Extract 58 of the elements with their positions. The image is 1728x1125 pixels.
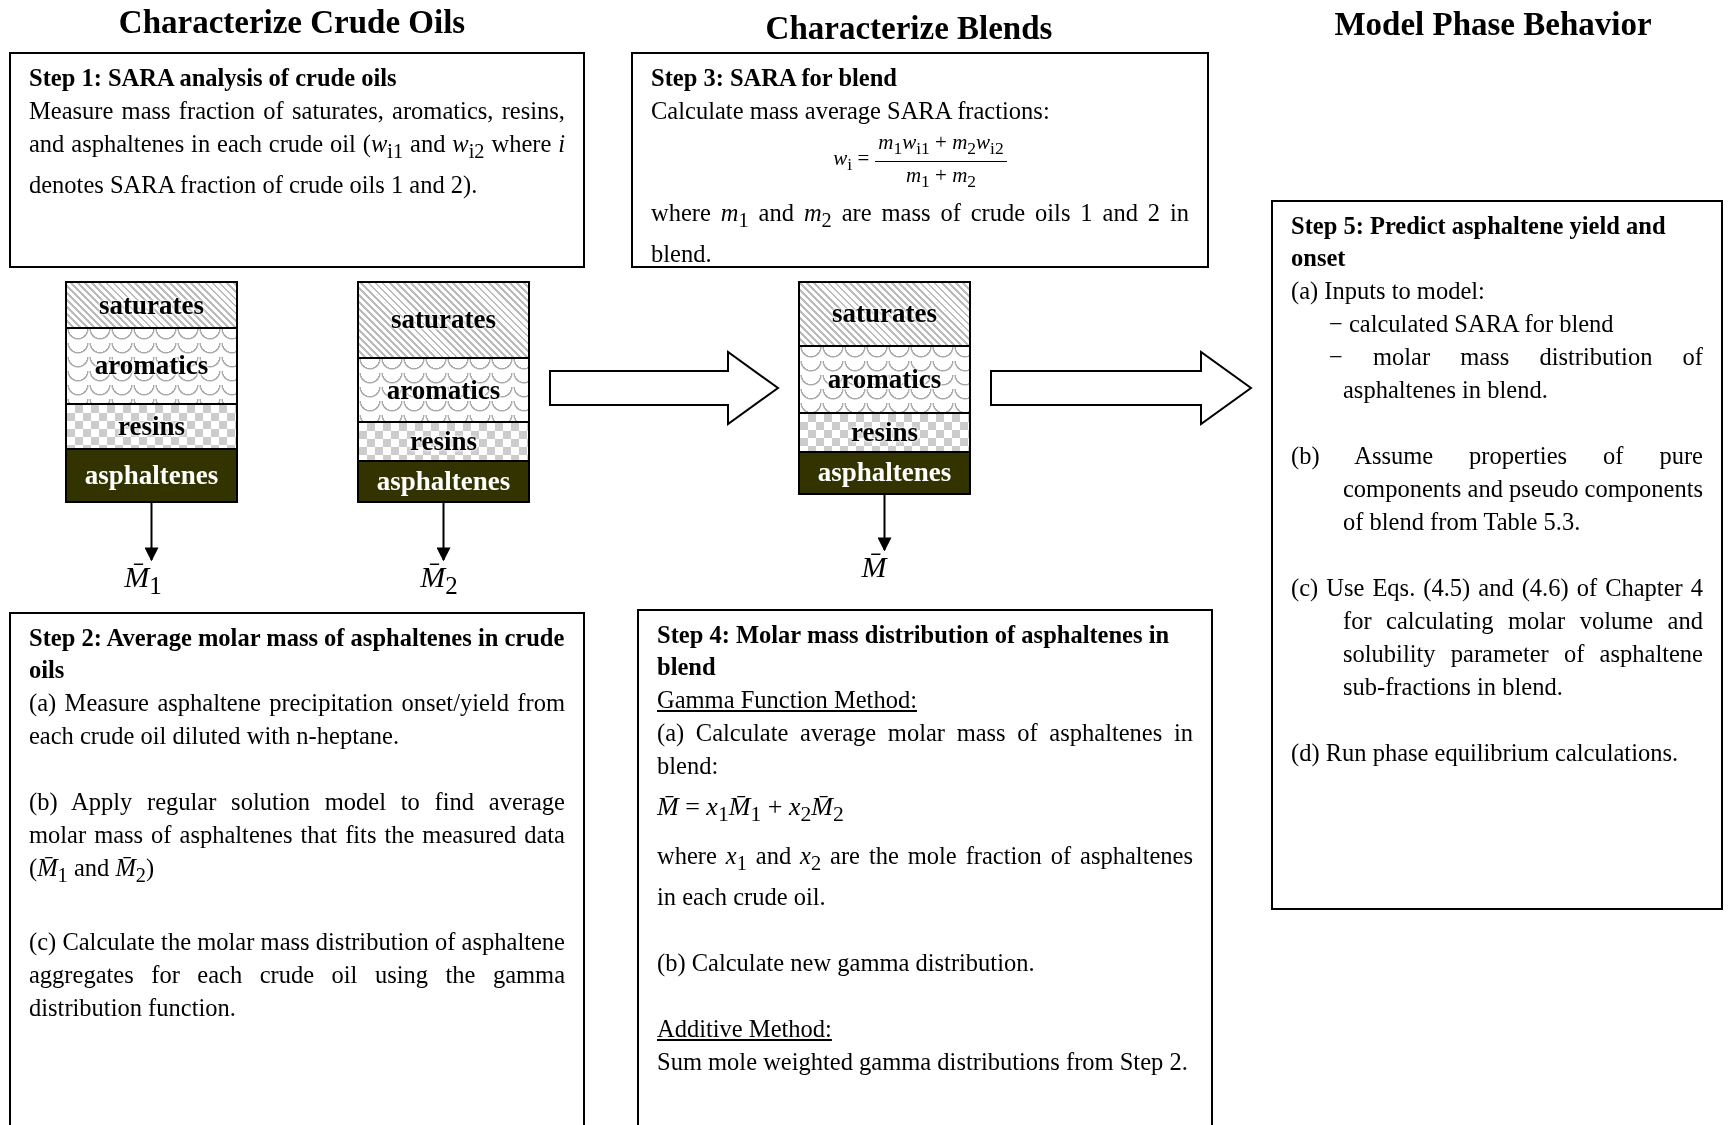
sara-column: [65, 281, 238, 503]
sara-fraction-band: asphaltenes: [67, 449, 236, 501]
step-description: where x$_{1}$ and x$_{2}$ are the mole fraction of asphaltenes in each crude oil.: [657, 841, 1193, 913]
step-description: (c) Use Eqs. (4.5) and (4.6) of Chapter 4 for calculating molar volume and solubility parameter of asphaltene sub-fractions in blend.: [1291, 573, 1703, 702]
column-heading: Characterize Blends: [765, 10, 1053, 47]
molar-mass-symbol: M̄$_{1}$: [113, 560, 173, 603]
step-description: (a) Calculate average molar mass of asphaltenes in blend:: [657, 718, 1193, 781]
step-heading: Step 3: SARA for blend: [651, 63, 898, 93]
formula-denominator: m$_{1}$ + m$_{2}$: [905, 162, 977, 194]
arrow: [144, 500, 159, 562]
method-heading: Additive Method:: [657, 1014, 833, 1045]
step-description: (a) Measure asphaltene precipitation onset/yield from each crude oil diluted with n-heptane.: [29, 688, 565, 751]
sara-fraction-band: saturates: [800, 283, 969, 347]
sara-fraction-band: resins: [800, 413, 969, 453]
block-arrow: [549, 350, 780, 426]
step-description: (a) Inputs to model:: [1291, 276, 1486, 306]
method-heading: Gamma Function Method:: [657, 685, 918, 715]
formula-numerator: m$_{1}$w$_{i1}$ + m$_{2}$w$_{i2}$: [875, 129, 1007, 163]
block-arrow: [990, 350, 1253, 426]
step-description: (c) Calculate the molar mass distribution of asphaltene aggregates for each crude oil using the gamma distribution function.: [29, 926, 565, 1023]
step-description: − calculated SARA for blend: [1328, 309, 1615, 339]
step-description: Measure mass fraction of saturates, aromatics, resins, and asphaltenes in each crude oil (w$_{i1}$ and w$_{i2}$ where i denotes SARA fraction of crude oils 1 and 2).: [29, 96, 565, 200]
step-description: Sum mole weighted gamma distributions from Step 2.: [657, 1047, 1189, 1078]
step-box: [631, 52, 1209, 268]
step-description: − molar mass distribution of asphaltenes in blend.: [1328, 342, 1703, 405]
step-heading: Step 1: SARA analysis of crude oils: [29, 63, 398, 93]
molar-mass-symbol: M̄$_{2}$: [409, 560, 469, 603]
sara-fraction-band: resins: [359, 423, 528, 462]
step-description: Calculate mass average SARA fractions:: [651, 96, 1051, 126]
step-heading: Step 4: Molar mass distribution of asphaltenes in blend: [657, 620, 1171, 682]
sara-fraction-band: asphaltenes: [800, 452, 969, 493]
column-heading: Characterize Crude Oils: [118, 4, 466, 41]
sara-fraction-band: saturates: [359, 283, 528, 359]
step-description: (b) Calculate new gamma distribution.: [657, 948, 1036, 979]
sara-column: [357, 281, 530, 503]
sara-fraction-band: resins: [67, 404, 236, 450]
step-description: where m$_{1}$ and m$_{2}$ are mass of crude oils 1 and 2 in blend.: [651, 198, 1189, 270]
step-box: [1271, 200, 1723, 910]
sara-fraction-band: saturates: [67, 283, 236, 330]
step-box: [9, 612, 585, 1125]
sara-fraction-band: aromatics: [800, 346, 969, 414]
formula: M̄ = x$_{1}$M̄$_{1}$ + x$_{2}$M̄$_{2}$: [657, 791, 845, 829]
formula: w$_{i}$ =: [833, 145, 870, 177]
molar-mass-symbol: M̄: [844, 550, 904, 584]
sara-column: [798, 281, 971, 495]
step-box: [637, 609, 1213, 1125]
sara-fraction-band: aromatics: [359, 358, 528, 424]
step-description: (d) Run phase equilibrium calculations.: [1291, 738, 1680, 769]
step-description: (b) Assume properties of pure components and pseudo components of blend from Table 5.3.: [1291, 441, 1703, 537]
step-box: [9, 52, 585, 268]
arrow: [436, 500, 451, 562]
arrow: [877, 492, 892, 552]
step-description: (b) Apply regular solution model to find average molar mass of asphaltenes that fits the measured data (M̄$_{1}$ and M̄$_{2}$): [29, 787, 565, 888]
step-heading: Step 2: Average molar mass of asphaltenes in crude oils: [29, 623, 565, 685]
step-heading: Step 5: Predict asphaltene yield and onset: [1291, 211, 1667, 273]
sara-fraction-band: asphaltenes: [359, 461, 528, 501]
sara-fraction-band: aromatics: [67, 329, 236, 405]
column-heading: Model Phase Behavior: [1334, 6, 1652, 43]
